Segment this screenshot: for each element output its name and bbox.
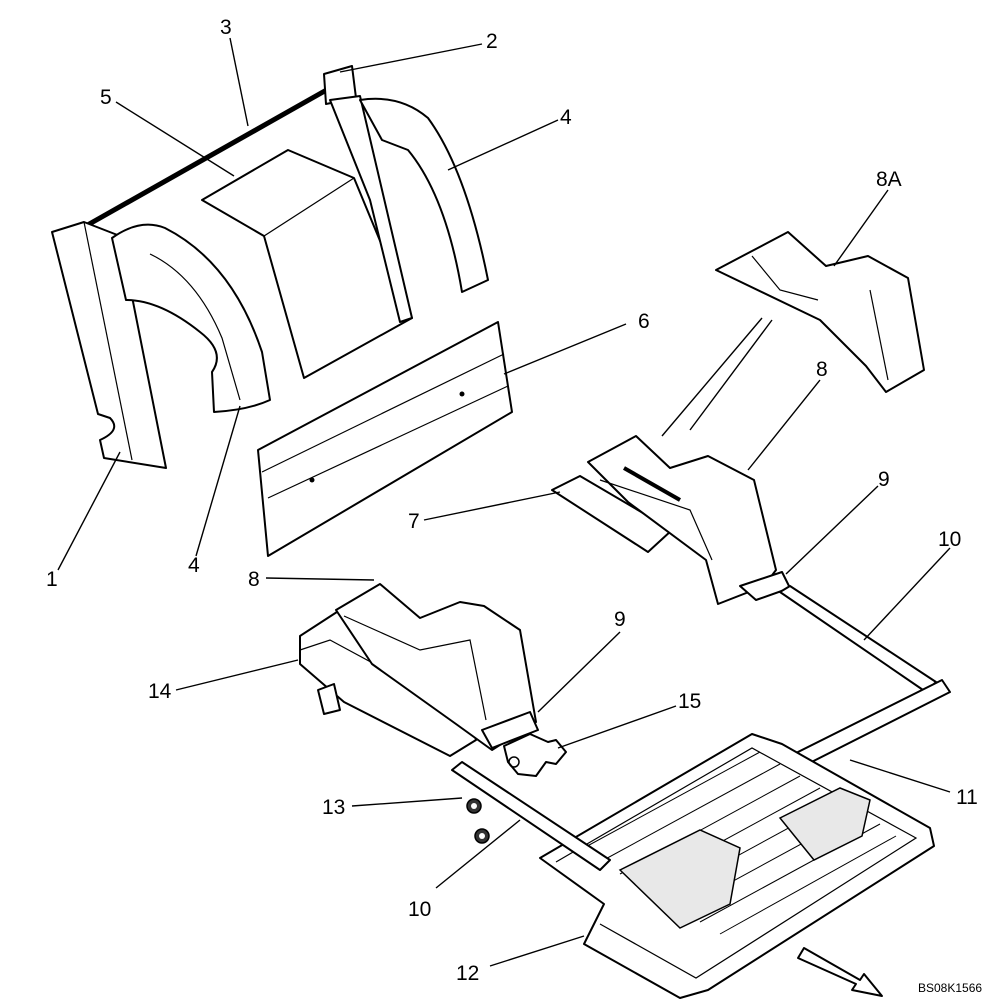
part-4-right-trim	[329, 95, 489, 323]
callout-3: 3	[220, 16, 232, 39]
callout-8A: 8A	[876, 168, 902, 191]
callout-15: 15	[678, 690, 701, 713]
callout-7: 7	[408, 510, 420, 533]
callout-5: 5	[100, 86, 112, 109]
leader-lines	[57, 37, 951, 967]
part-13-grommets	[466, 798, 490, 844]
part-3-rod	[82, 85, 332, 230]
callout-1: 1	[46, 568, 58, 591]
part-15-elbow	[503, 733, 567, 777]
part-1-left-panel	[51, 221, 167, 469]
callout-2: 2	[486, 30, 498, 53]
callout-9-upper: 9	[878, 468, 890, 491]
forward-direction-arrow	[797, 947, 883, 997]
part-8A-duct	[715, 231, 925, 393]
part-6-plate	[257, 321, 513, 557]
callout-9-lower: 9	[614, 608, 626, 631]
callout-10-upper: 10	[938, 528, 961, 551]
part-10-lower-pipe	[451, 761, 611, 871]
callout-13: 13	[322, 796, 345, 819]
callout-14: 14	[148, 680, 172, 703]
callout-11: 11	[956, 786, 978, 809]
part-10-upper-pipe	[779, 585, 937, 693]
part-4-left-trim	[111, 223, 271, 413]
part-8-upper-duct	[587, 435, 777, 605]
callout-labels: 1 2 3 4 4 5 6 7 8A 8 8 9 9 10 10 11 12 1…	[46, 16, 982, 995]
callout-6: 6	[638, 310, 650, 333]
part-9-lower-fitting	[481, 711, 539, 749]
part-8-lower-duct	[335, 583, 537, 751]
callout-10-lower: 10	[408, 898, 431, 921]
callout-12: 12	[456, 962, 479, 985]
callout-8-upper: 8	[816, 358, 828, 381]
callout-4-right: 4	[560, 106, 572, 129]
callout-8-lower: 8	[248, 568, 260, 591]
callout-4-left: 4	[188, 554, 200, 577]
drawing-code: BS08K1566	[918, 981, 982, 995]
part-12-tray	[539, 733, 935, 999]
